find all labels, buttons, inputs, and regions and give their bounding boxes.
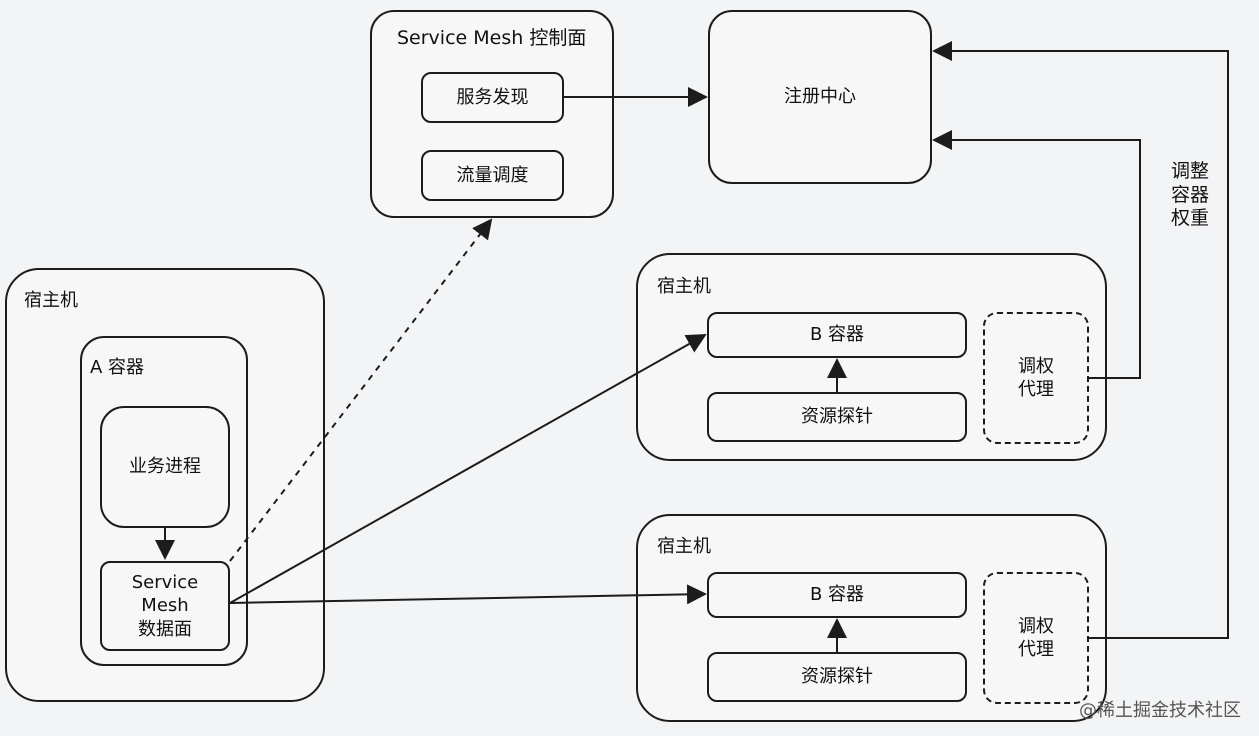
host-b2-probe-label: 资源探针 xyxy=(801,666,873,688)
host-b2-agent-line-2: 代理 xyxy=(1018,639,1054,660)
data-plane-line-2: Mesh xyxy=(141,595,189,617)
traffic-scheduling-box: 流量调度 xyxy=(421,150,564,201)
control-plane-title: Service Mesh 控制面 xyxy=(397,27,587,49)
registry-center-label: 注册中心 xyxy=(784,86,856,108)
adjust-weight-label: 调整容器权重 xyxy=(1170,160,1209,230)
host-b2-container-box: B 容器 xyxy=(707,572,967,618)
host-b1-agent-line-2: 代理 xyxy=(1018,379,1054,400)
data-plane-box: Service Mesh 数据面 xyxy=(100,561,230,651)
watermark-label: @稀土掘金技术社区 xyxy=(1079,700,1241,721)
host-b1-container-box: B 容器 xyxy=(707,312,967,358)
host-b2-agent-line-1: 调权 xyxy=(1018,615,1054,637)
host-b1-probe-label: 资源探针 xyxy=(801,406,873,428)
host-b2-agent-box: 调权 代理 xyxy=(983,572,1089,704)
host-a-title: 宿主机 xyxy=(24,290,78,311)
host-b2-container-label: B 容器 xyxy=(809,584,865,606)
container-a-title: A 容器 xyxy=(90,357,145,378)
data-plane-line-3: 数据面 xyxy=(138,618,192,640)
host-b1-agent-box: 调权 代理 xyxy=(983,312,1089,444)
data-plane-line-1: Service xyxy=(131,571,199,593)
registry-center-box: 注册中心 xyxy=(708,10,932,184)
host-b1-agent-line-1: 调权 xyxy=(1018,355,1054,377)
host-b1-title: 宿主机 xyxy=(657,276,711,297)
host-b2-probe-box: 资源探针 xyxy=(707,652,967,702)
service-discovery-box: 服务发现 xyxy=(421,72,564,123)
service-discovery-label: 服务发现 xyxy=(456,86,529,108)
business-process-box: 业务进程 xyxy=(100,406,230,528)
traffic-scheduling-label: 流量调度 xyxy=(456,164,529,186)
host-b1-container-label: B 容器 xyxy=(809,324,865,346)
host-b2-title: 宿主机 xyxy=(657,536,711,557)
business-process-label: 业务进程 xyxy=(129,456,201,478)
host-b1-probe-box: 资源探针 xyxy=(707,392,967,442)
